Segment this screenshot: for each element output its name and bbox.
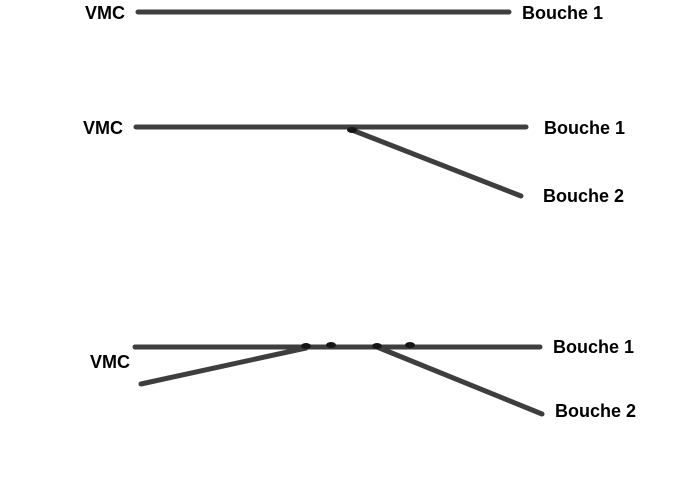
duct-line-branch	[374, 344, 545, 417]
damper-dot	[405, 342, 415, 348]
diagram-single-outlet: VMC Bouche 1	[85, 3, 603, 23]
bouche-1-label: Bouche 1	[553, 337, 634, 357]
bouche-2-label: Bouche 2	[543, 186, 624, 206]
bouche-1-label: Bouche 1	[522, 3, 603, 23]
junction-dot	[372, 343, 382, 349]
duct-line-inlet	[138, 345, 309, 387]
junction-dot	[347, 127, 357, 133]
vmc-label: VMC	[90, 352, 130, 372]
duct-line-branch	[349, 127, 524, 199]
diagram-branched: VMC Bouche 1 Bouche 2	[83, 118, 625, 206]
diagram-tee-run: VMC Bouche 1 Bouche 2	[90, 337, 636, 421]
junction-dot	[301, 343, 311, 349]
damper-dot	[326, 342, 336, 348]
bouche-2-label: Bouche 2	[555, 401, 636, 421]
bouche-1-label: Bouche 1	[544, 118, 625, 138]
vmc-label: VMC	[85, 3, 125, 23]
vmc-label: VMC	[83, 118, 123, 138]
